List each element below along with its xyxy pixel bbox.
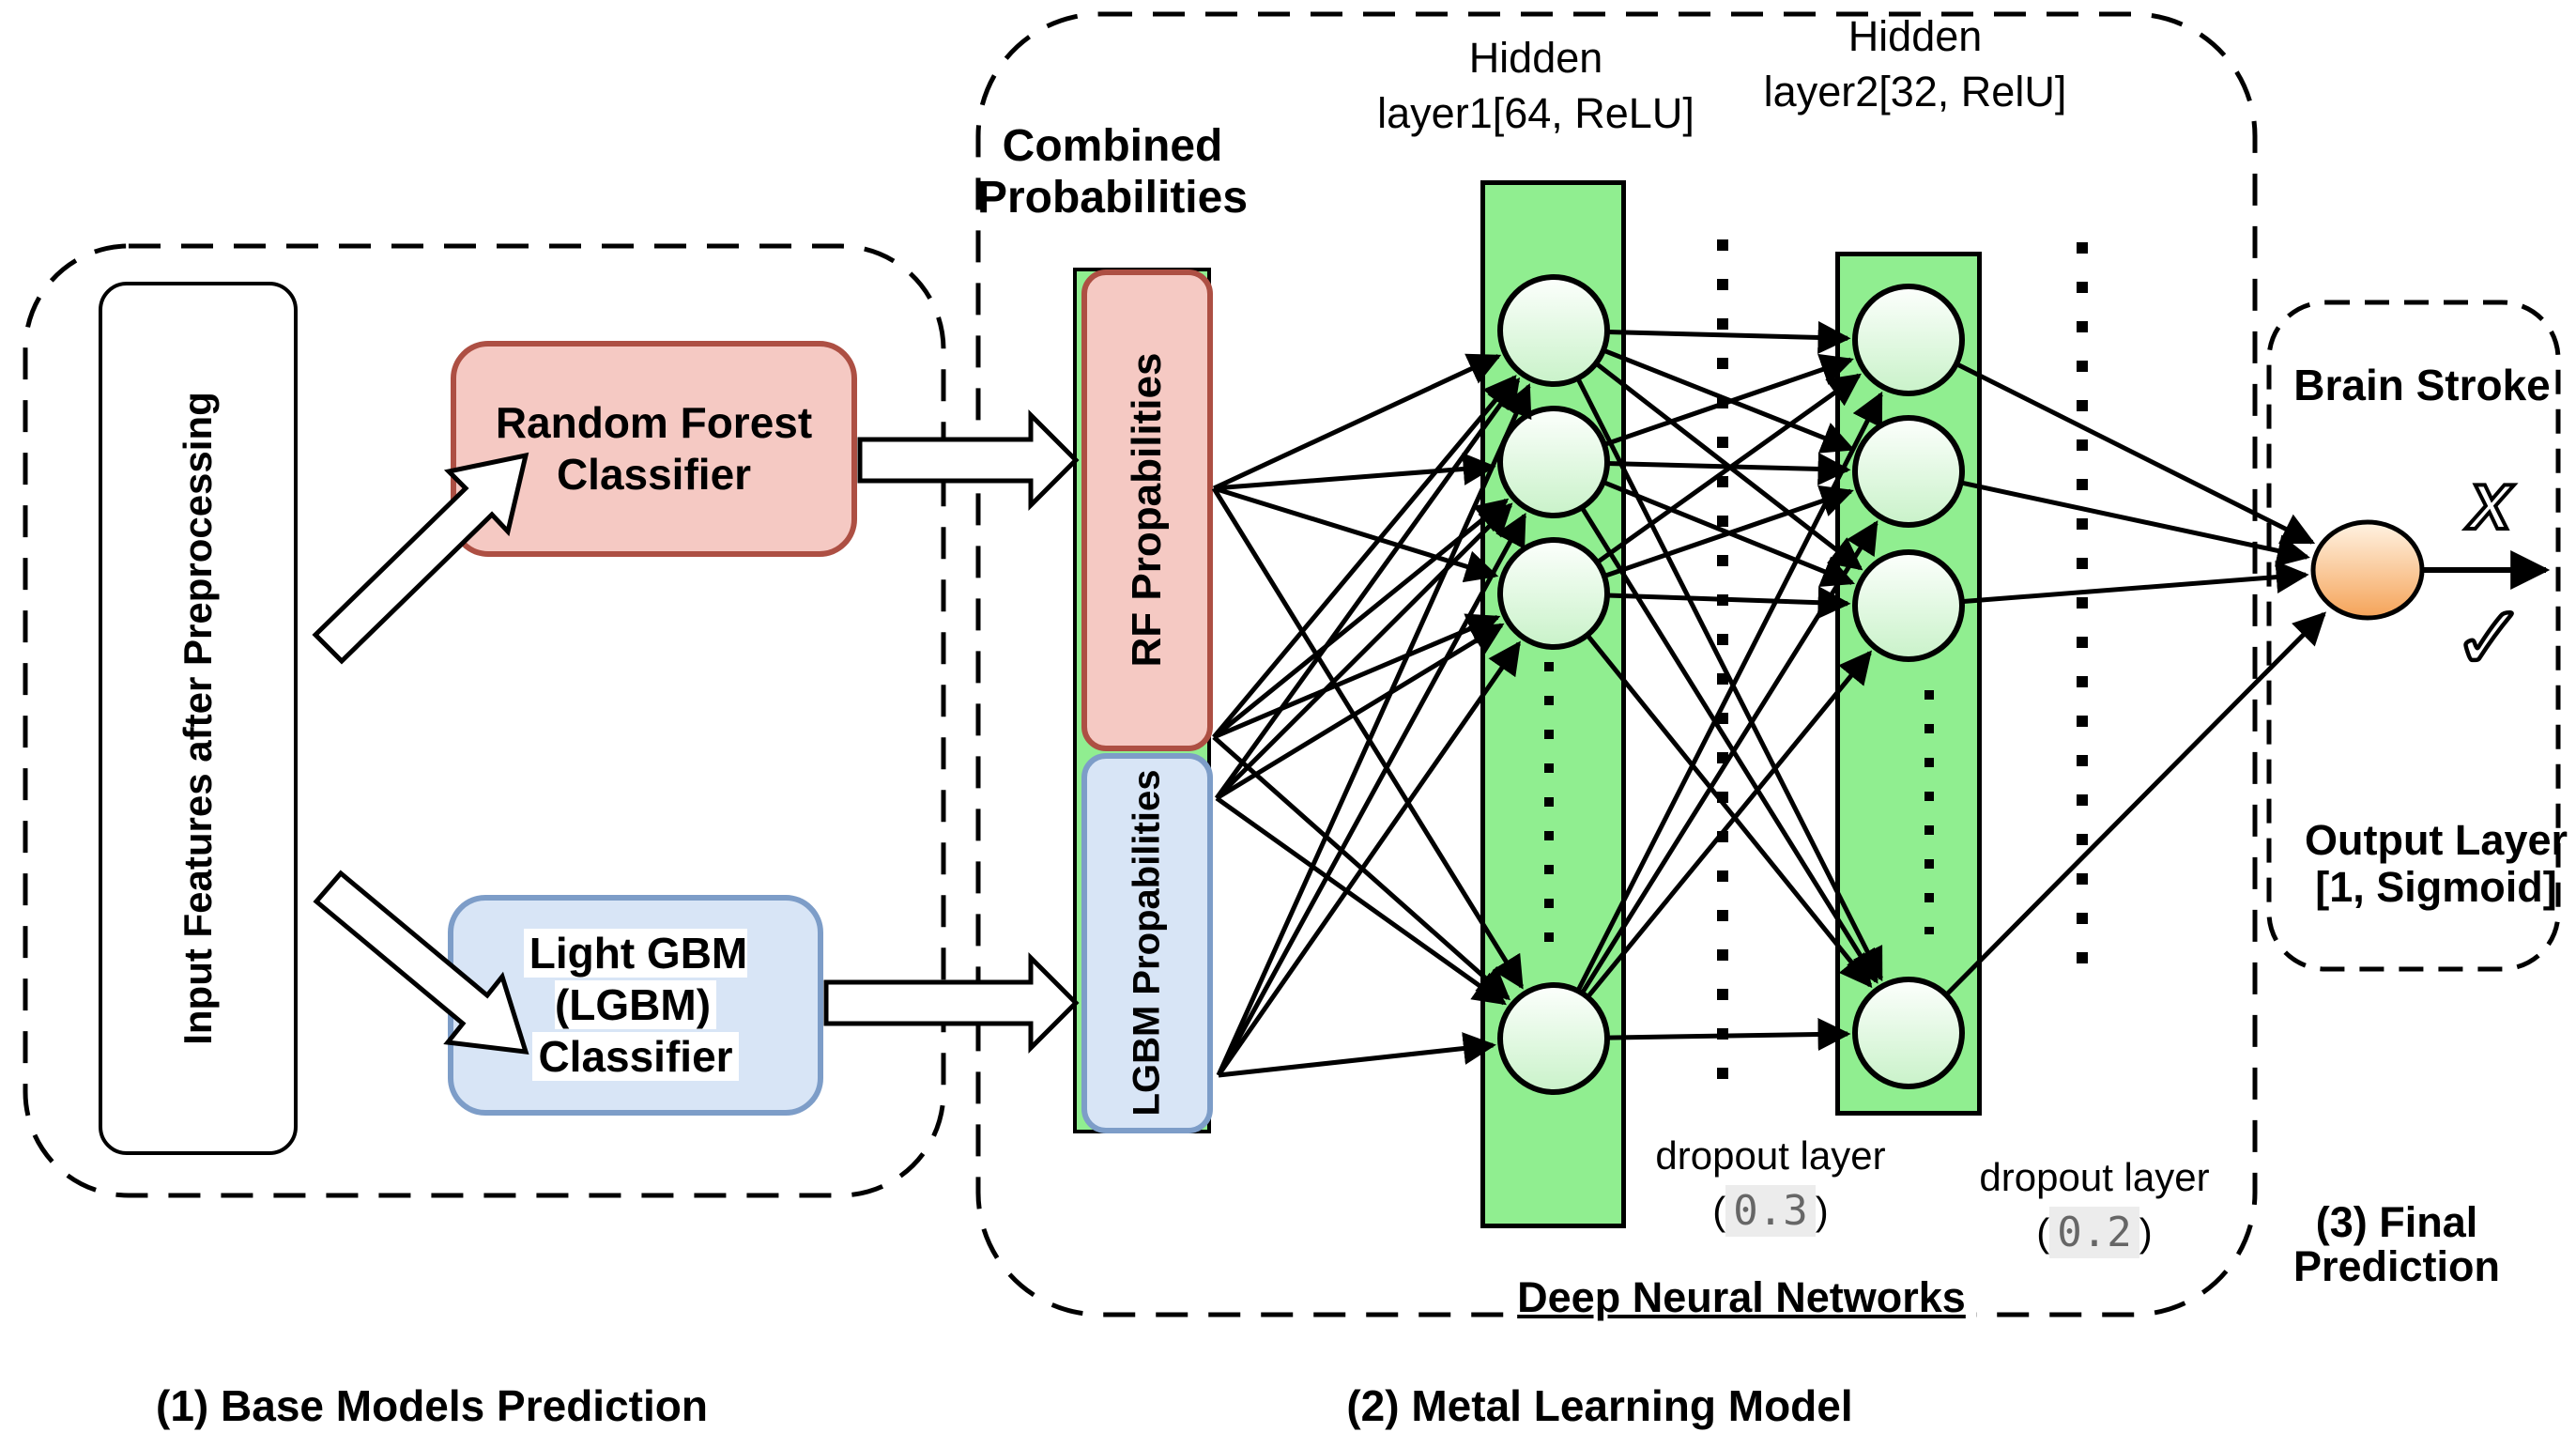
block-arrow-input-to-lgbm: [313, 870, 529, 1055]
section1-caption: (1) Base Models Prediction: [156, 1381, 708, 1430]
connection-arrow: [1580, 520, 1878, 995]
connection-arrow: [1214, 377, 1521, 800]
connection-arrow: [1216, 512, 1527, 1077]
wires-group: [1211, 320, 2326, 1078]
neurons-group: [1497, 274, 1965, 1095]
lgbm-label: Light GBM (LGBM) Classifier: [453, 928, 818, 1084]
neuron: [1497, 537, 1610, 650]
block-arrow-rf-to-combined: [857, 408, 1080, 512]
connection-arrow: [1216, 383, 1532, 1077]
connection-arrow: [1216, 640, 1521, 1077]
dropout2-label: dropout layer (0.2): [1979, 1155, 2210, 1258]
connection-arrow: [1575, 377, 1883, 982]
block-arrow-input-to-rf: [312, 452, 529, 665]
connection-arrow: [1603, 353, 1854, 447]
connection-arrow: [1213, 613, 1501, 740]
connection-arrow: [1595, 373, 1862, 564]
connection-arrow: [1961, 561, 2309, 605]
hidden-layer2-label: Hidden layer2[32, RelU]: [1763, 12, 2067, 116]
connection-arrow: [1213, 452, 1496, 491]
connection-arrow: [1960, 480, 2310, 567]
static-arrows-group: X ✓: [312, 408, 2551, 1055]
block-arrow-lgbm-to-combined: [823, 951, 1080, 1055]
connection-arrow: [1215, 795, 1507, 1006]
input-features-box: [99, 282, 298, 1155]
connection-arrow: [1212, 353, 1502, 491]
rf-probabilities-box: [1081, 270, 1213, 751]
output-neuron: [2310, 519, 2425, 621]
section2-border: [975, 11, 2258, 1317]
connection-arrow: [1955, 362, 2316, 545]
connection-arrow: [1575, 391, 1883, 993]
section3-caption: (3) Final Prediction: [2292, 1198, 2501, 1291]
connection-arrow: [1585, 633, 1873, 989]
check-mark-icon: ✓: [2452, 587, 2527, 690]
hidden-layer1-label: Hidden layer1[64, ReLU]: [1377, 34, 1694, 137]
connection-arrow: [1218, 1032, 1496, 1078]
neuron: [1497, 274, 1610, 387]
neuron: [1497, 982, 1610, 1095]
connection-arrow: [1215, 623, 1505, 801]
connection-arrow: [1579, 506, 1878, 984]
brain-stroke-title: Brain Stroke: [2293, 361, 2551, 409]
section2-caption: (2) Metal Learning Model: [1346, 1381, 1853, 1430]
neuron: [1852, 549, 1965, 662]
connection-arrow: [1606, 586, 1851, 620]
lgbm-probabilities-box: [1081, 753, 1213, 1133]
x-mark-icon: X: [2464, 471, 2514, 543]
connection-arrow: [1211, 486, 1524, 990]
connection-arrow: [1212, 375, 1517, 739]
neuron: [1852, 977, 1965, 1089]
deep-neural-networks-label: Deep Neural Networks: [1507, 1273, 1976, 1322]
section3-border: [2266, 300, 2561, 972]
section1-border: [23, 243, 946, 1198]
connection-arrow: [1606, 1018, 1851, 1052]
neuron: [1852, 415, 1965, 528]
connection-arrow: [1586, 650, 1873, 999]
random-forest-label: Random Forest Classifier: [495, 397, 813, 499]
dropout-dotted-lines: [1544, 239, 2088, 1099]
dropout1-label: dropout layer (0.3): [1655, 1133, 1886, 1237]
random-forest-box: Random Forest Classifier: [451, 341, 857, 557]
lgbm-box: Light GBM (LGBM) Classifier: [448, 895, 823, 1116]
connection-arrow: [1944, 611, 2326, 997]
connection-arrow: [1215, 502, 1513, 800]
output-layer-label: Output Layer [1, Sigmoid]: [2304, 816, 2568, 911]
combined-probabilities-label: Combined Probabilities: [976, 121, 1249, 223]
dropout1-rate: 0.3: [1725, 1184, 1816, 1237]
neuron: [1497, 406, 1610, 518]
dropout2-rate: 0.2: [2049, 1206, 2139, 1258]
neuron: [1852, 284, 1965, 396]
connection-arrow: [1602, 347, 1855, 454]
connection-arrow: [1606, 320, 1851, 354]
connection-arrow: [1603, 485, 1854, 578]
